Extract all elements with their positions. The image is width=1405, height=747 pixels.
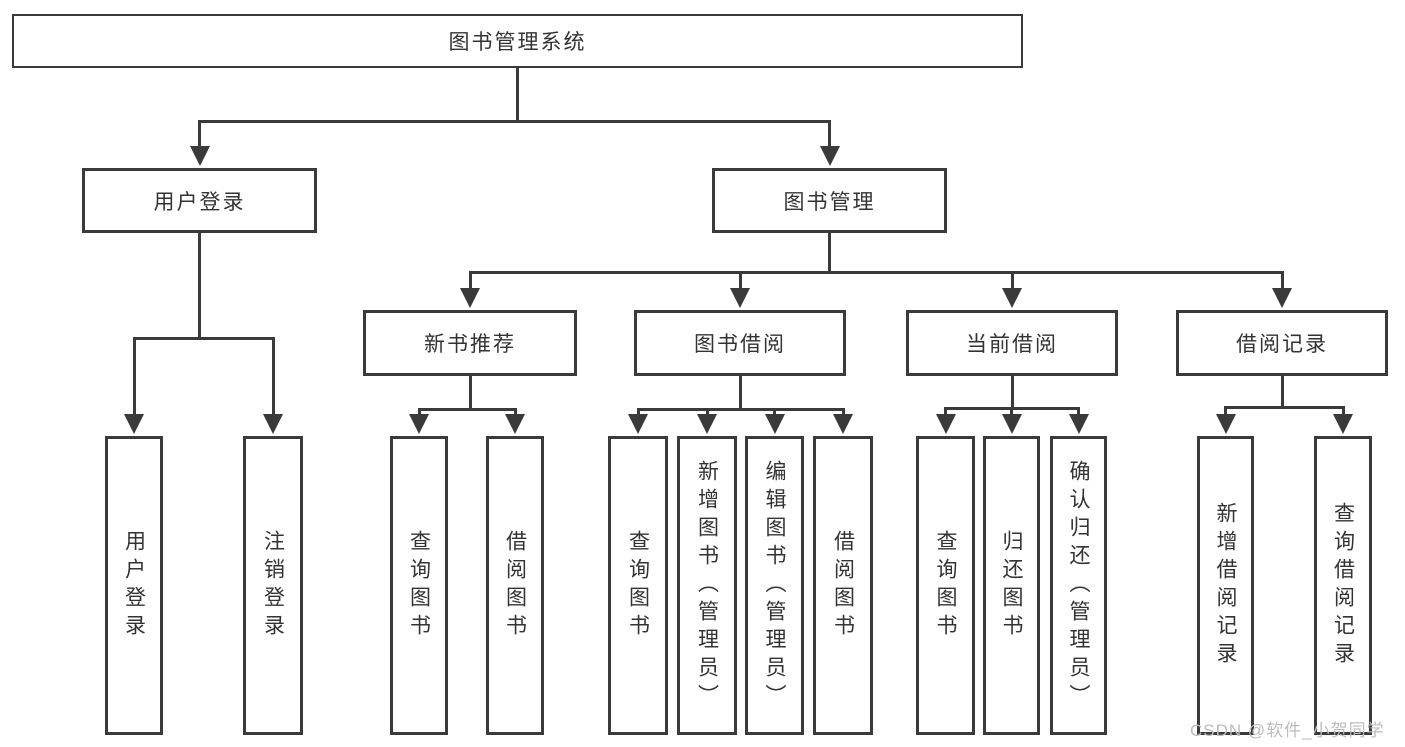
connector-line — [516, 68, 519, 123]
node-label-new-book-rec: 新书推荐 — [424, 333, 516, 356]
node-label-leaf-rec-query: 查询图书 — [407, 529, 431, 642]
connector-line — [705, 408, 709, 416]
arrow-down-icon — [263, 414, 283, 434]
connector-line — [198, 120, 201, 148]
node-label-leaf-cb-return: 归还图书 — [1000, 529, 1023, 642]
node-leaf-br-add: 新增借阅记录 — [1197, 436, 1254, 735]
arrow-down-icon — [189, 146, 210, 166]
node-leaf-logout: 注销登录 — [243, 436, 303, 735]
connector-line — [513, 408, 517, 416]
connector-line — [198, 233, 201, 340]
connector-line — [1341, 406, 1345, 416]
node-label-leaf-cb-query: 查询图书 — [934, 529, 957, 642]
node-leaf-login: 用户登录 — [105, 436, 163, 735]
node-label-leaf-bb-query: 查询图书 — [626, 529, 650, 642]
node-label-book-borrow: 图书借阅 — [694, 333, 786, 356]
node-book-mgmt: 图书管理 — [712, 168, 947, 233]
node-label-user-login: 用户登录 — [153, 190, 246, 214]
arrow-down-icon — [1002, 288, 1022, 308]
arrow-down-icon — [764, 414, 785, 434]
connector-line — [841, 408, 845, 416]
connector-line — [1010, 376, 1014, 410]
node-leaf-bb-borrow: 借阅图书 — [813, 436, 873, 735]
arrow-down-icon — [409, 414, 429, 434]
node-label-leaf-br-add: 新增借阅记录 — [1214, 501, 1237, 670]
arrow-down-icon — [1068, 414, 1089, 434]
node-borrow-records: 借阅记录 — [1176, 310, 1388, 376]
node-leaf-rec-borrow: 借阅图书 — [486, 436, 544, 735]
arrow-down-icon — [819, 146, 840, 166]
arrow-down-icon — [505, 414, 525, 434]
connector-line — [132, 337, 275, 340]
arrow-down-icon — [1333, 414, 1353, 434]
node-current-borrow: 当前借阅 — [906, 310, 1118, 376]
connector-line — [198, 120, 831, 123]
arrow-down-icon — [697, 414, 717, 434]
connector-line — [1224, 406, 1345, 409]
node-leaf-rec-query: 查询图书 — [390, 436, 448, 735]
arrow-down-icon — [935, 414, 956, 434]
connector-line — [828, 120, 831, 148]
node-new-book-rec: 新书推荐 — [363, 310, 577, 376]
connector-line — [773, 408, 776, 416]
node-label-leaf-br-query: 查询借阅记录 — [1331, 501, 1355, 670]
connector-line — [828, 233, 831, 274]
connector-line — [417, 408, 421, 416]
node-leaf-cb-query: 查询图书 — [916, 436, 975, 735]
arrow-down-icon — [628, 414, 648, 434]
csdn-watermark: CSDN @软件_小贺同学 — [1190, 721, 1385, 740]
connector-line — [468, 376, 472, 411]
connector-line — [1280, 376, 1284, 409]
node-label-leaf-bb-add: 新增图书（管理员） — [695, 459, 719, 712]
connector-line — [468, 271, 472, 290]
connector-line — [636, 408, 640, 416]
arrow-down-icon — [1215, 414, 1236, 434]
connector-line — [1280, 271, 1284, 290]
node-leaf-br-query: 查询借阅记录 — [1314, 436, 1372, 735]
node-user-login: 用户登录 — [82, 168, 317, 233]
node-label-borrow-records: 借阅记录 — [1236, 333, 1328, 356]
arrow-down-icon — [124, 414, 144, 434]
node-label-leaf-cb-confirm: 确认归还（管理员） — [1067, 459, 1090, 712]
connector-line — [271, 337, 275, 416]
connector-line — [1010, 407, 1013, 416]
arrow-down-icon — [1272, 288, 1292, 308]
arrow-down-icon — [460, 288, 480, 308]
node-label-current-borrow: 当前借阅 — [966, 333, 1058, 356]
arrow-down-icon — [1001, 414, 1022, 434]
node-label-leaf-rec-borrow: 借阅图书 — [503, 529, 527, 642]
connector-line — [738, 271, 742, 290]
arrow-down-icon — [833, 414, 853, 434]
node-label-leaf-login: 用户登录 — [122, 529, 146, 642]
node-root: 图书管理系统 — [12, 14, 1023, 68]
node-leaf-bb-edit: 编辑图书（管理员） — [745, 436, 804, 735]
connector-line — [1224, 406, 1227, 416]
node-label-leaf-logout: 注销登录 — [261, 529, 285, 642]
node-label-leaf-bb-edit: 编辑图书（管理员） — [763, 459, 786, 712]
connector-line — [132, 337, 136, 416]
node-label-book-mgmt: 图书管理 — [783, 190, 876, 214]
node-leaf-bb-add: 新增图书（管理员） — [677, 436, 737, 735]
node-leaf-cb-return: 归还图书 — [983, 436, 1040, 735]
connector-line — [738, 376, 742, 411]
connector-line — [636, 408, 845, 411]
node-label-root: 图书管理系统 — [448, 31, 587, 54]
node-book-borrow: 图书借阅 — [634, 310, 846, 376]
node-leaf-bb-query: 查询图书 — [608, 436, 668, 735]
connector-line — [1010, 271, 1014, 290]
connector-line — [468, 271, 1284, 274]
connector-line — [944, 407, 947, 416]
node-leaf-cb-confirm: 确认归还（管理员） — [1050, 436, 1107, 735]
connector-line — [1077, 407, 1080, 416]
connector-line — [417, 408, 517, 411]
node-label-leaf-bb-borrow: 借阅图书 — [831, 529, 855, 642]
arrow-down-icon — [730, 288, 750, 308]
